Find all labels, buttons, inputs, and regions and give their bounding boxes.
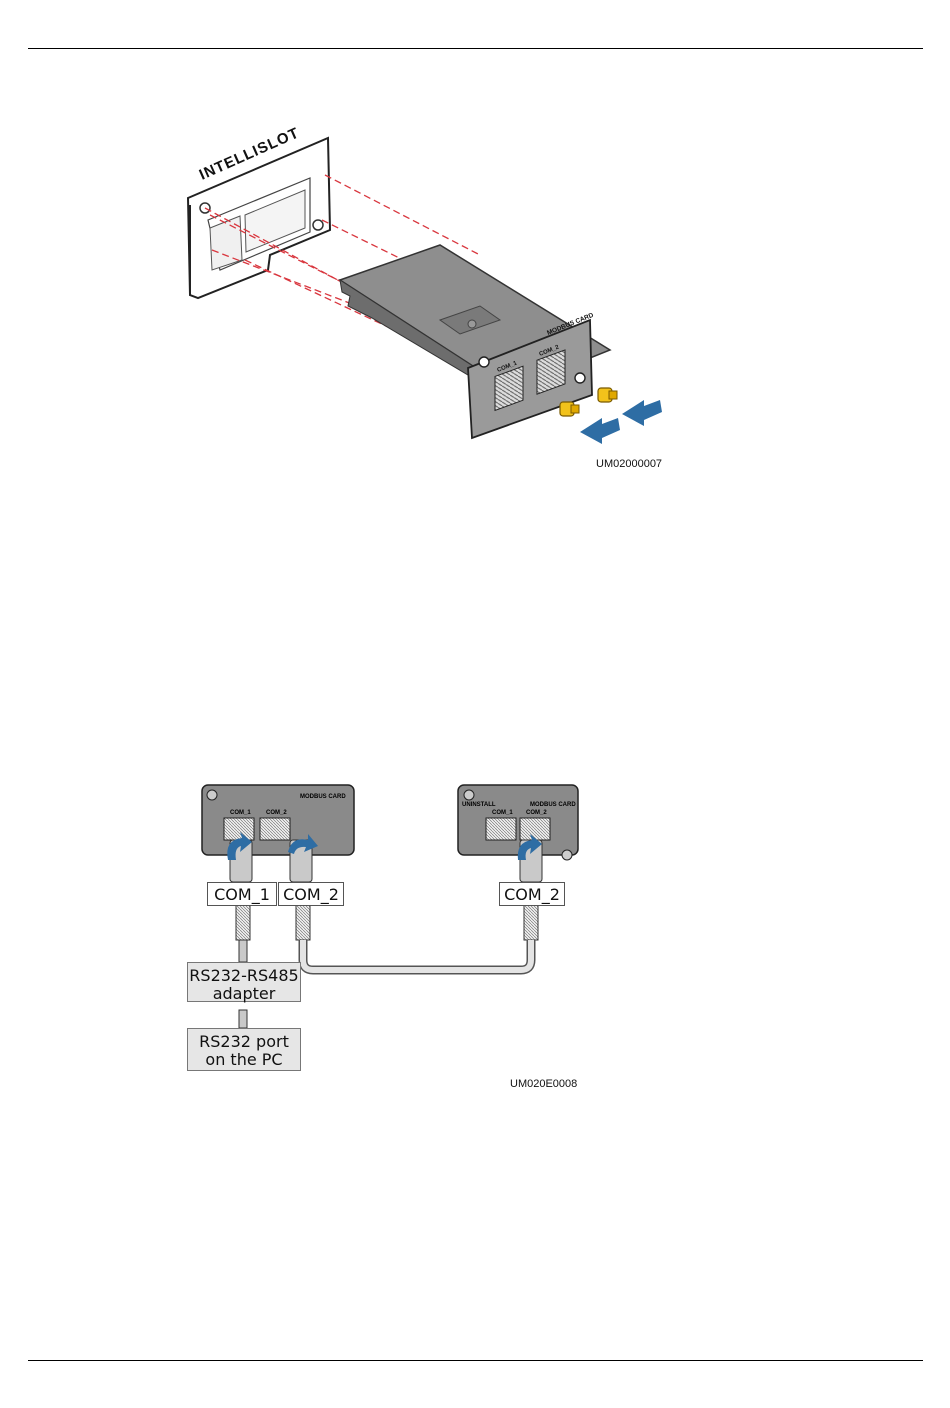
left-card-label: MODBUS CARD — [300, 794, 346, 800]
header-rule — [28, 48, 923, 49]
com2-left-label-box: COM_2 — [278, 882, 344, 906]
right-com2-port-label: COM_2 — [526, 810, 547, 816]
screw-icon — [598, 388, 617, 402]
com1-label-box: COM_1 — [207, 882, 277, 906]
link-cable — [303, 940, 531, 970]
adapter-box: RS232-RS485 adapter — [187, 962, 301, 1002]
figure-modbus-wiring: MODBUS CARD COM_1 COM_2 UNINSTALL MODBUS… — [180, 780, 600, 1100]
pc-port-box: RS232 port on the PC — [187, 1028, 301, 1071]
right-com1-port-label: COM_1 — [492, 810, 513, 816]
right-card-side-label: UNINSTALL — [462, 802, 496, 808]
adapter-line-1: RS232-RS485 — [188, 967, 300, 985]
pc-port-line-1: RS232 port — [188, 1033, 300, 1051]
screw-icon — [560, 402, 579, 416]
insert-arrow-icon — [580, 418, 620, 444]
left-com2-port-label: COM_2 — [266, 810, 287, 816]
footer-rule — [28, 1360, 923, 1361]
intellislot-install-illustration: INTELLISLOT MODBUS CARD COM_1 COM_2 — [150, 120, 710, 480]
left-com1-port-label: COM_1 — [230, 810, 251, 816]
insert-arrow-icon — [622, 400, 662, 426]
figure-code: UM020E0008 — [510, 1078, 577, 1090]
figure-code: UM02000007 — [596, 458, 662, 470]
figure-intellislot-install: INTELLISLOT MODBUS CARD COM_1 COM_2 — [150, 120, 710, 480]
right-card-label: MODBUS CARD — [530, 802, 576, 808]
pc-port-line-2: on the PC — [188, 1051, 300, 1069]
com2-right-label-box: COM_2 — [499, 882, 565, 906]
adapter-line-2: adapter — [188, 985, 300, 1003]
right-modbus-card — [458, 785, 578, 860]
